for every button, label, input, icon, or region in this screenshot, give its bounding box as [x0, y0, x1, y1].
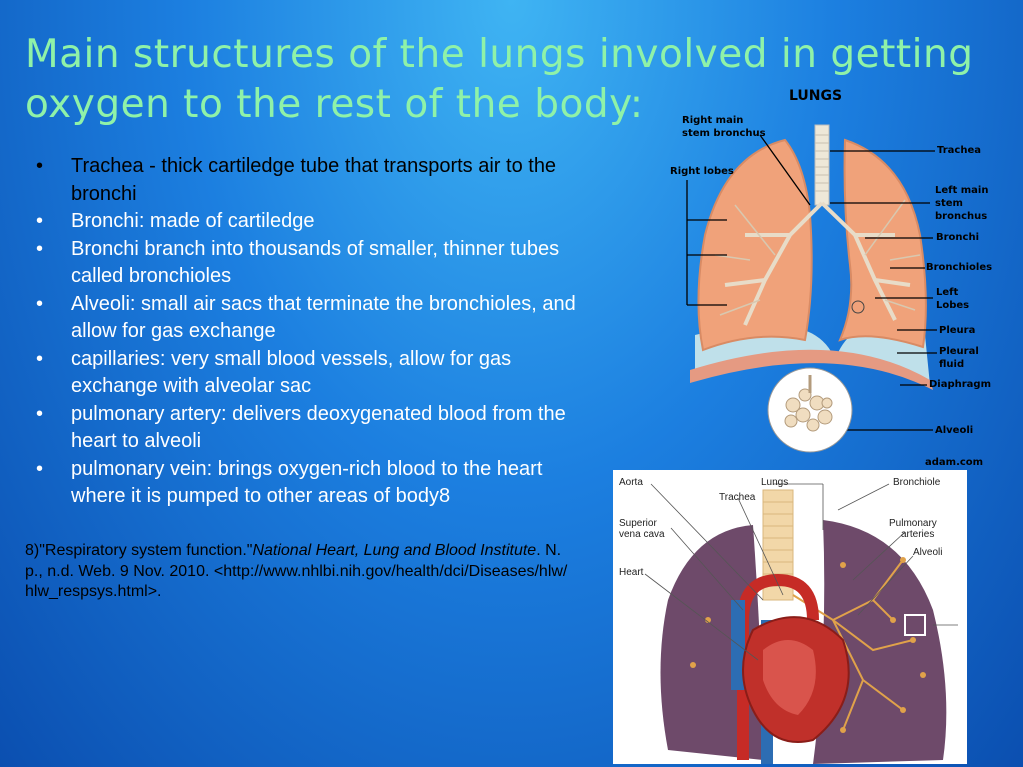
label-right-main-stem-bronchus-line1: Right main — [682, 115, 744, 126]
label-aorta: Aorta — [619, 477, 643, 488]
citation: 8)"Respiratory system function."National… — [25, 541, 570, 603]
label-left-lobes-line1: Left — [936, 287, 959, 298]
figure-credit: adam.com — [925, 457, 984, 468]
citation-source: National Heart, Lung and Blood Institute — [252, 542, 537, 559]
heart-lungs-illustration — [644, 483, 958, 764]
lungs-illustration — [686, 124, 937, 453]
label-trachea: Trachea — [719, 492, 756, 503]
lungs-figure-title: LUNGS — [789, 88, 843, 104]
label-bronchi: Bronchi — [936, 232, 980, 243]
label-pulmonary-arteries-line2: arteries — [901, 529, 935, 540]
bullet-bronchioles: Bronchi branch into thousands of smaller… — [36, 236, 576, 291]
citation-prefix: 8)"Respiratory system function." — [25, 542, 253, 559]
label-right-main-stem-bronchus-line2: stem bronchus — [682, 128, 766, 139]
citation-suffix: . N.p., n.d. Web. 9 Nov. 2010. <http://w… — [25, 542, 568, 600]
label-left-main-stem-bronchus-line1: Left main — [935, 185, 989, 196]
bullet-pulmonary-vein: pulmonary vein: brings oxygen-rich blood… — [36, 456, 576, 511]
slide-title: Main structures of the lungs involved in… — [25, 32, 974, 127]
label-diaphragm: Diaphragm — [929, 379, 992, 390]
label-pleura: Pleura — [939, 325, 976, 336]
label-heart: Heart — [619, 567, 644, 578]
label-bronchiole: Bronchiole — [893, 477, 941, 488]
label-alveoli: Alveoli — [913, 547, 943, 558]
label-bronchioles: Bronchioles — [926, 262, 993, 273]
bullet-capillaries: capillaries: very small blood vessels, a… — [36, 346, 576, 401]
label-left-main-stem-bronchus-line2: stem — [935, 198, 963, 209]
bullet-alveoli: Alveoli: small air sacs that terminate t… — [36, 291, 576, 346]
label-superior-vena-cava-line1: Superior — [619, 518, 657, 529]
label-pleural-fluid-line2: fluid — [939, 359, 965, 370]
label-alveoli: Alveoli — [935, 425, 974, 436]
label-trachea: Trachea — [937, 145, 981, 156]
label-pulmonary-arteries-line1: Pulmonary — [889, 518, 937, 529]
bullet-trachea: Trachea - thick cartiledge tube that tra… — [36, 153, 576, 208]
lungs-diagram: LUNGS Right main stem bronchus Right lob… — [665, 85, 1000, 470]
label-pleural-fluid-line1: Pleural — [939, 346, 979, 357]
label-lungs: Lungs — [761, 477, 789, 488]
label-right-lobes: Right lobes — [670, 166, 734, 177]
bullet-pulmonary-artery: pulmonary artery: delivers deoxygenated … — [36, 401, 576, 456]
bullet-list: Trachea - thick cartiledge tube that tra… — [36, 153, 576, 511]
heart-lungs-diagram: Aorta Lungs Trachea Bronchiole Superior … — [613, 470, 967, 764]
label-left-main-stem-bronchus-line3: bronchus — [935, 211, 988, 222]
label-superior-vena-cava-line2: vena cava — [619, 529, 665, 540]
bullet-bronchi: Bronchi: made of cartiledge — [36, 208, 576, 236]
label-left-lobes-line2: Lobes — [936, 300, 970, 311]
